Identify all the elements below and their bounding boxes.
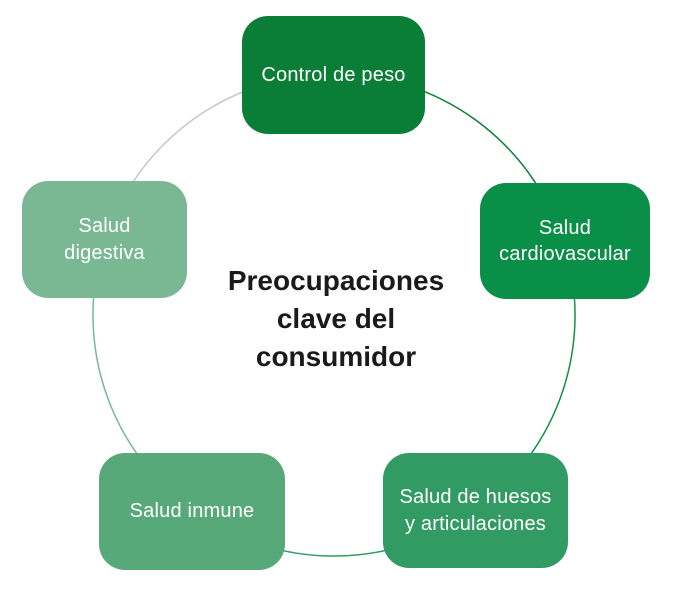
node-salud-de-huesos-y-articulaciones-label: Salud de huesos y articulaciones [399,486,552,535]
node-salud-de-huesos-y-articulaciones: Salud de huesos y articulaciones [383,453,568,568]
node-salud-inmune: Salud inmune [99,453,285,570]
diagram-title: Preocupaciones clave del consumidor [227,265,445,372]
node-control-de-peso-label: Control de peso [261,63,406,86]
node-salud-digestiva: Salud digestiva [22,181,187,298]
node-control-de-peso: Control de peso [242,16,425,134]
node-salud-inmune-label: Salud inmune [129,500,255,523]
node-salud-digestiva-label: Salud digestiva [64,215,145,264]
node-salud-cardiovascular-label: Salud cardiovascular [499,216,631,265]
node-salud-cardiovascular: Salud cardiovascular [480,183,650,299]
